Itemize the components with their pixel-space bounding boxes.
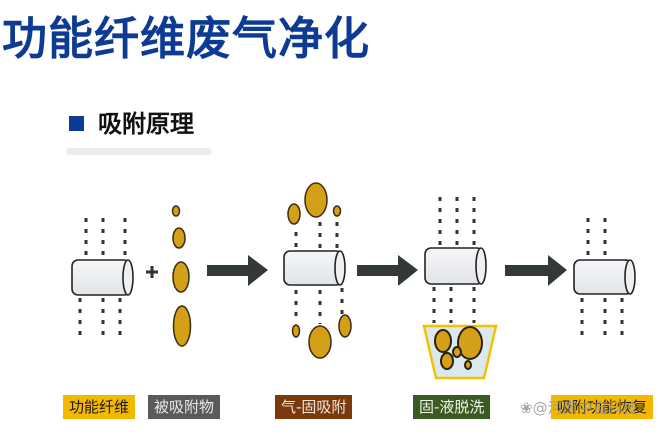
arrow-right-icon-2 <box>357 255 418 286</box>
section-underline <box>66 148 212 155</box>
label-solid-liquid-desorption: 固-液脱洗 <box>413 395 491 419</box>
stage-1-fiber <box>71 218 134 338</box>
fiber-cylinder-icon <box>71 259 134 296</box>
section-title: 吸附原理 <box>98 110 194 138</box>
label-adsorbate: 被吸附物 <box>148 395 221 419</box>
label-functional-fiber: 功能纤维 <box>63 395 136 419</box>
stage-4-restored <box>573 218 636 338</box>
airflow-dots <box>78 218 127 338</box>
adsorbate-particles <box>171 205 192 347</box>
stage-3-solid-liquid <box>422 197 498 380</box>
section-marker <box>69 116 84 131</box>
arrow-right-icon-1 <box>207 255 268 286</box>
plus-icon <box>146 266 158 278</box>
label-adsorption-restored: 吸附功能恢复 <box>551 395 654 419</box>
stage-2-gas-solid <box>283 182 352 359</box>
watermark: ❀@河南中自科技 <box>520 399 638 417</box>
label-gas-solid-adsorption: 气-固吸附 <box>275 395 353 419</box>
arrow-right-icon-3 <box>505 255 567 286</box>
page-title: 功能纤维废气净化 <box>2 12 371 65</box>
